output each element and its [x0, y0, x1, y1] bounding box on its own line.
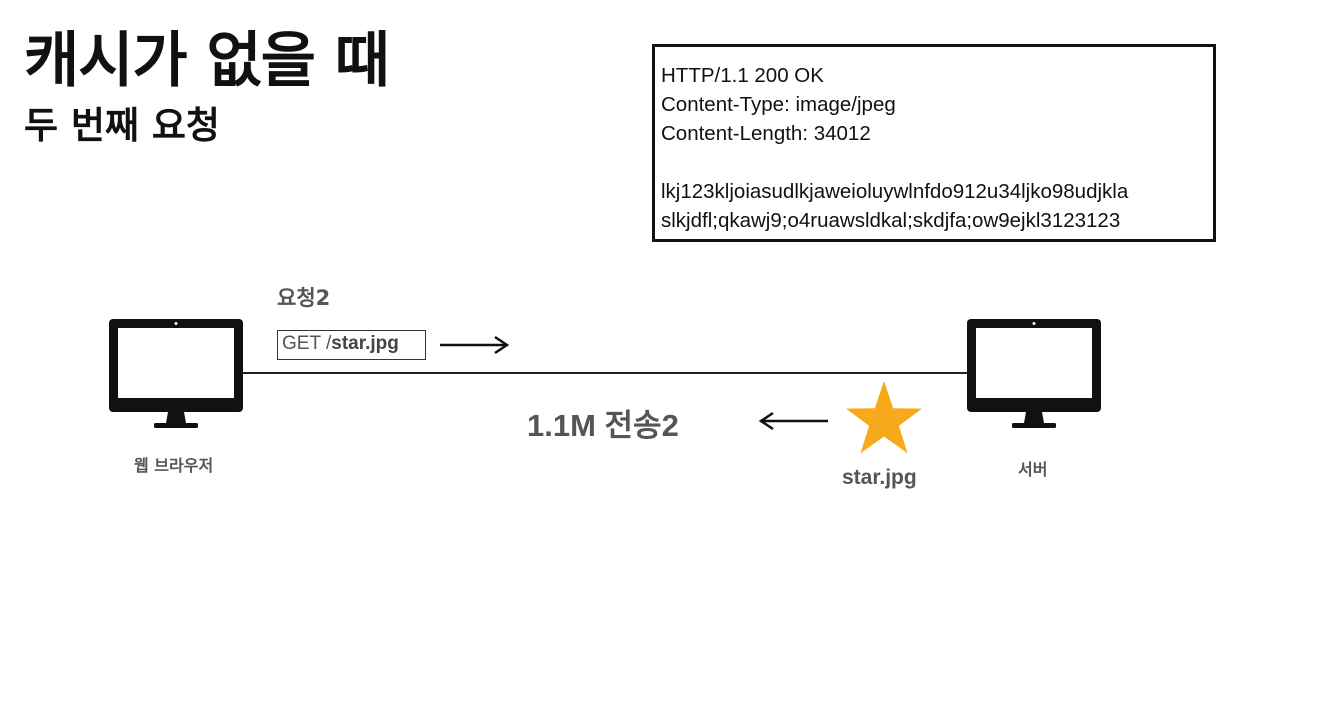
- request-path: star.jpg: [331, 333, 399, 354]
- response-body-line: lkj123kljoiasudlkjaweioluywlnfdo912u34lj…: [661, 180, 1129, 203]
- server-monitor-icon: [967, 319, 1101, 428]
- slide-subtitle: 두 번째 요청: [24, 104, 220, 147]
- file-label: star.jpg: [842, 466, 917, 489]
- server-label: 서버: [1018, 460, 1048, 479]
- response-body-line: slkjdfl;qkawj9;o4ruawsldkal;skdjfa;ow9ej…: [661, 209, 1121, 232]
- response-arrow-icon: [758, 411, 828, 431]
- response-content-length: Content-Length: 34012: [661, 122, 871, 145]
- request-label: 요청2: [277, 286, 331, 310]
- request-line-box: GET /star.jpg: [277, 330, 426, 360]
- star-icon: [846, 381, 922, 454]
- request-arrow-icon: [440, 335, 510, 355]
- slide-title: 캐시가 없을 때: [24, 26, 390, 96]
- client-monitor-icon: [109, 319, 243, 428]
- http-response-box: HTTP/1.1 200 OK Content-Type: image/jpeg…: [652, 44, 1216, 242]
- transfer-label: 1.1M 전송2: [527, 408, 679, 443]
- response-content-type: Content-Type: image/jpeg: [661, 93, 896, 116]
- request-method: GET /: [282, 333, 332, 354]
- response-status-line: HTTP/1.1 200 OK: [661, 64, 824, 87]
- client-label: 웹 브라우저: [134, 456, 214, 475]
